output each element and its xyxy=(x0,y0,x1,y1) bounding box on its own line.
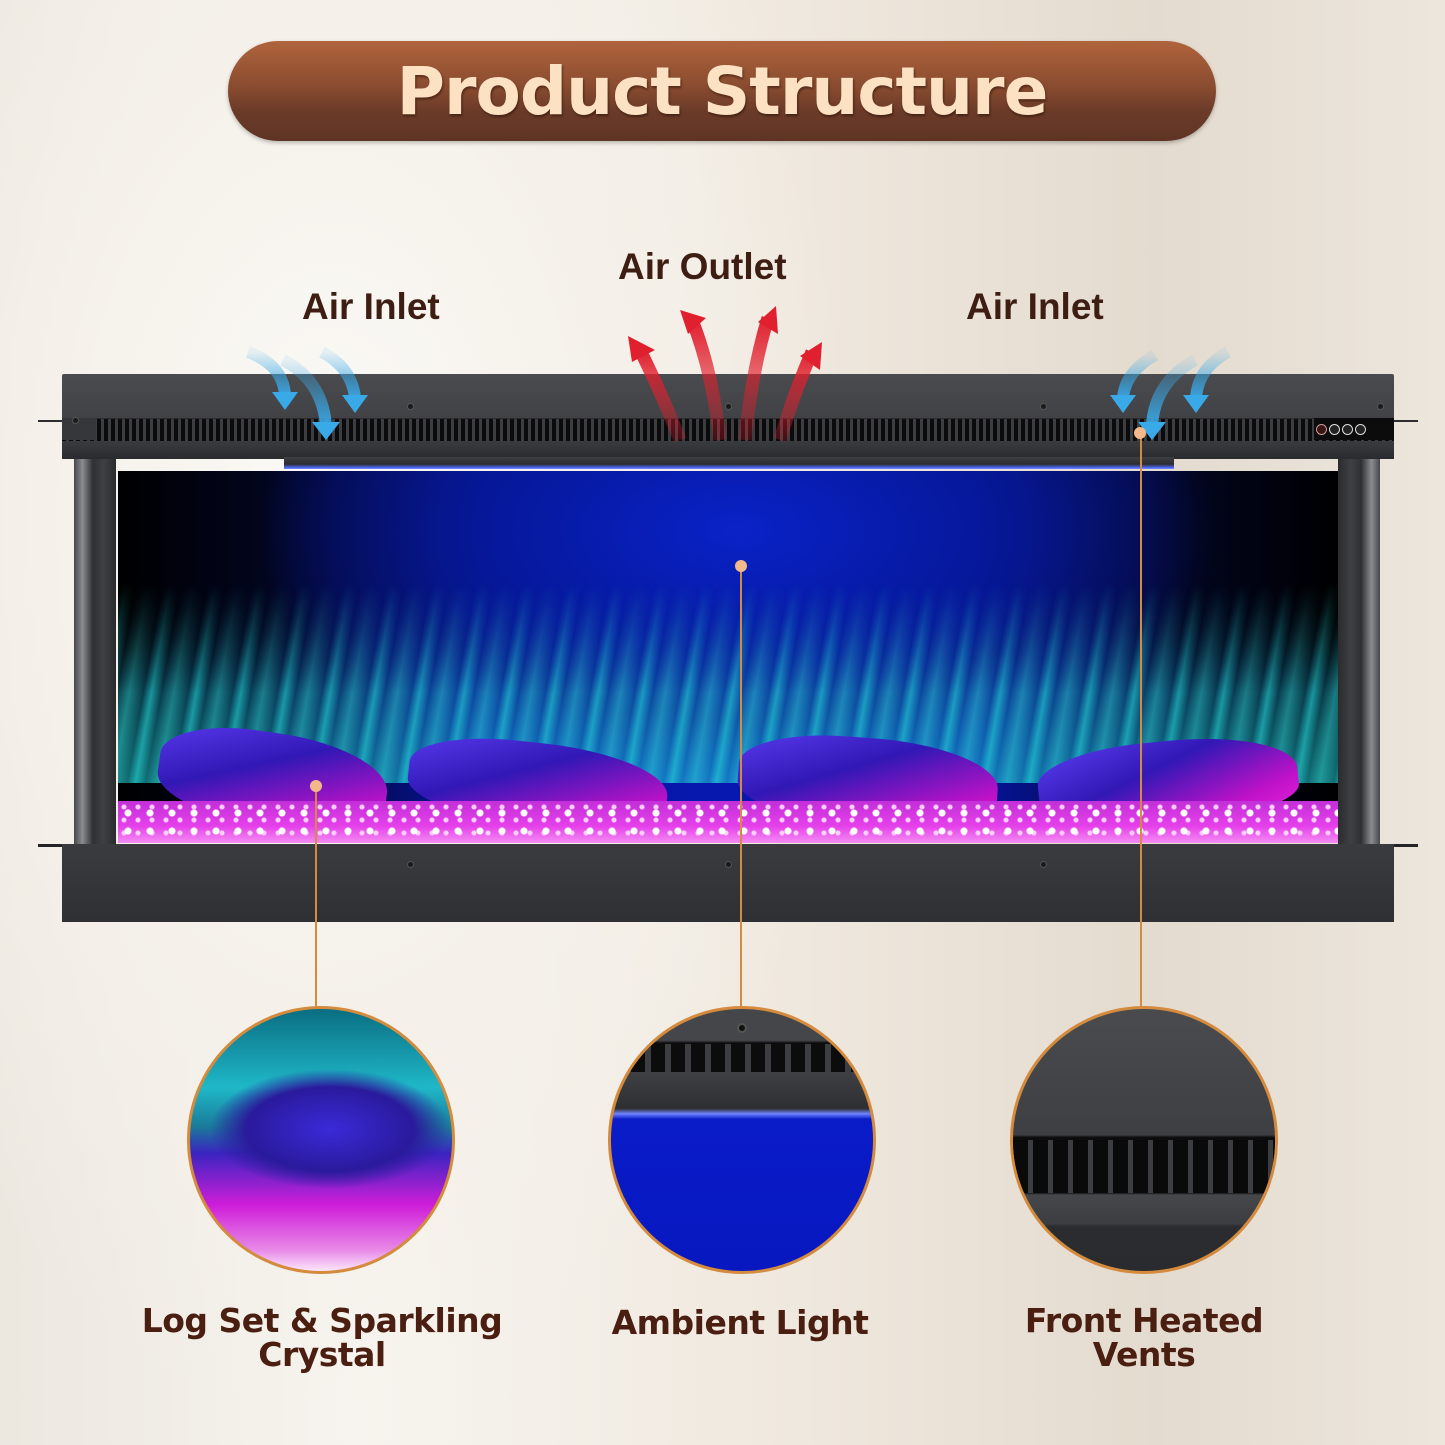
electric-fireplace xyxy=(38,374,1418,922)
air-inlet-left-label: Air Inlet xyxy=(302,286,440,327)
vent-cap-left xyxy=(62,418,96,440)
left-side-glass xyxy=(74,459,116,849)
bottom-panel xyxy=(62,844,1394,922)
caption-line: Vents xyxy=(1092,1335,1196,1374)
callout-dot-ambient xyxy=(735,560,747,572)
page-title: Product Structure xyxy=(396,52,1049,130)
callout-line-ambient xyxy=(740,568,742,1010)
feature-caption-vents: Front Heated Vents xyxy=(944,1304,1344,1372)
flame-display xyxy=(118,471,1338,843)
sparkling-crystals xyxy=(118,801,1338,843)
caption-line: Log Set & Sparkling xyxy=(141,1301,503,1340)
ambient-light-strip xyxy=(284,457,1174,469)
control-buttons xyxy=(1316,424,1366,435)
ambient-light-closeup-icon xyxy=(608,1006,876,1274)
caption-line: Crystal xyxy=(258,1335,386,1374)
title-banner: Product Structure xyxy=(228,41,1216,141)
flame-button-icon[interactable] xyxy=(1329,424,1340,435)
inlet-arrows-left-icon xyxy=(245,346,361,426)
inlet-arrows-right-icon xyxy=(1117,346,1232,426)
heat-button-icon[interactable] xyxy=(1342,424,1353,435)
outlet-arrows-icon xyxy=(634,316,818,443)
callout-line-logs xyxy=(315,788,317,1010)
under-top-trim xyxy=(62,441,1394,459)
caption-line: Front Heated xyxy=(1024,1301,1264,1340)
callout-dot-logs xyxy=(310,780,322,792)
air-inlet-right-label: Air Inlet xyxy=(966,286,1104,327)
power-button-icon[interactable] xyxy=(1316,424,1327,435)
callout-line-vents xyxy=(1140,434,1142,1010)
feature-caption-ambient: Ambient Light xyxy=(540,1306,940,1340)
menu-button-icon[interactable] xyxy=(1355,424,1366,435)
front-vents-closeup-icon xyxy=(1010,1006,1278,1274)
caption-line: Ambient Light xyxy=(611,1303,869,1342)
callout-dot-vents xyxy=(1134,427,1146,439)
air-outlet-label: Air Outlet xyxy=(618,246,787,287)
feature-caption-logs: Log Set & Sparkling Crystal xyxy=(122,1304,522,1372)
log-set-closeup-icon xyxy=(187,1006,455,1274)
